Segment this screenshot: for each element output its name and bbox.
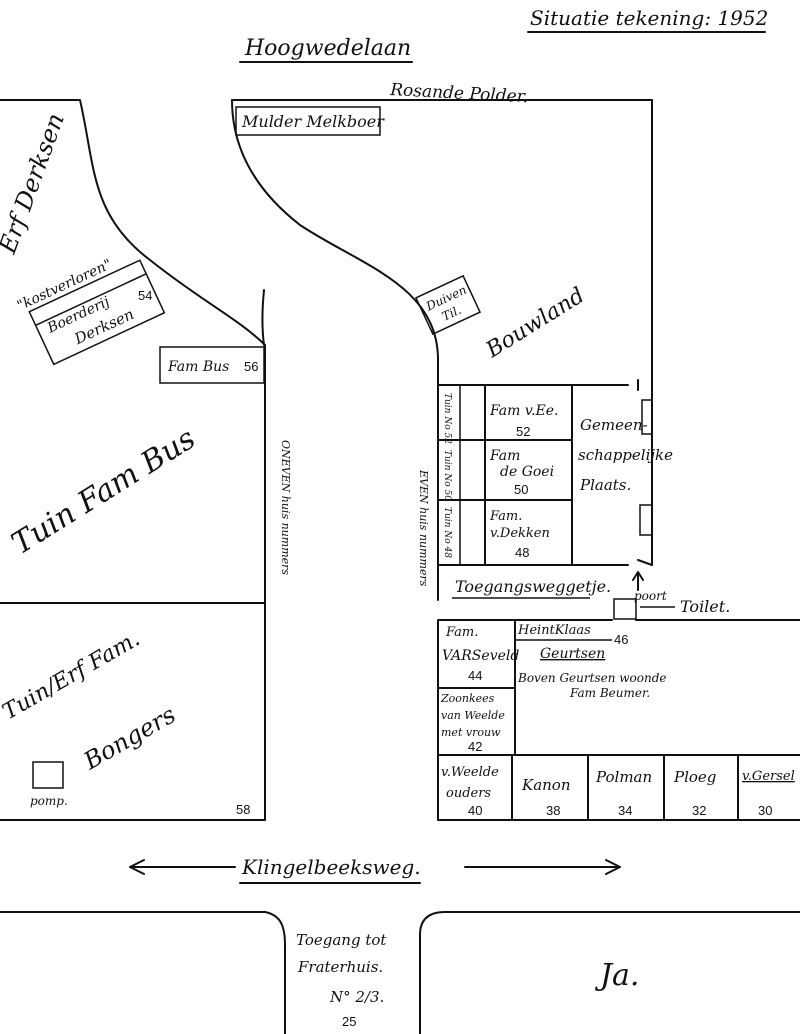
house-46-number: 46 <box>614 632 628 647</box>
mulder-label: Mulder Melkboer <box>241 112 385 131</box>
house-30-name: v.Gersel <box>742 769 795 784</box>
poort-label: poort <box>634 589 667 603</box>
house-50-name2: de Goei <box>500 464 554 480</box>
house-42: Zoonkees van Weelde met vrouw 42 <box>440 692 505 754</box>
house-number-54: 54 <box>138 288 152 303</box>
house-40-name2: ouders <box>446 786 491 801</box>
house-48-name2: v.Dekken <box>490 526 550 541</box>
house-number-58: 58 <box>236 802 250 817</box>
bouwen-line2: Fam Beumer. <box>569 686 650 700</box>
house-44-name1: Fam. <box>445 625 478 640</box>
house-42-name2: van Weelde <box>441 709 505 722</box>
house-number-56: 56 <box>244 359 258 374</box>
tick-mark-2 <box>637 559 653 566</box>
centre-road-left-curve <box>231 99 439 386</box>
house-42-name1: Zoonkees <box>440 692 495 705</box>
lower-block-edge <box>437 619 613 821</box>
bouwland-label: Bouwland <box>481 283 589 363</box>
kostverloren-divider <box>35 273 147 327</box>
house-38-number: 38 <box>546 803 560 818</box>
house-34: Polman 34 <box>595 768 652 818</box>
tuin-48: Tuin No 48 <box>442 507 452 558</box>
house-42-name3: met vrouw <box>441 726 501 739</box>
toegang-left <box>264 911 286 1034</box>
house-48-name1: Fam. <box>489 509 522 524</box>
toilet-label: Toilet. <box>680 597 730 616</box>
gemeen-line3: Plaats. <box>579 476 631 494</box>
tuin-52: Tuin No 52 <box>442 393 452 444</box>
door-2 <box>639 504 653 536</box>
gemeen-line2: schappelijke <box>578 446 673 464</box>
toegangsweggetje-label: Toegangsweggetje. <box>455 577 611 596</box>
road-arrowhead-right <box>605 859 621 875</box>
house-50: Tuin No 50 Fam de Goei 50 <box>442 448 554 501</box>
kostverloren-box <box>28 259 166 366</box>
toegang-right <box>419 911 800 1034</box>
bongers-label: Bongers <box>78 700 180 775</box>
pump-label: pomp. <box>30 794 68 808</box>
left-road-edge <box>0 99 266 606</box>
even-huisnummers: EVEN huis nummers <box>417 469 430 587</box>
toegang-line2: Fraterhuis. <box>297 958 383 976</box>
house-46-name2: Geurtsen <box>540 646 605 662</box>
house-46-name1: HeintKlaas <box>517 623 591 638</box>
house-50-name1: Fam <box>489 448 520 464</box>
house-52: Tuin No 52 Fam v.Ee. 52 <box>442 393 559 444</box>
kostverloren-farm: "kostverloren" Boerderij Derksen <box>15 256 166 366</box>
house-30-number: 30 <box>758 803 772 818</box>
map-title: Situatie tekening: 1952 <box>530 6 768 30</box>
house-40: v.Weelde ouders 40 <box>441 765 499 818</box>
house-46: HeintKlaas Geurtsen 46 <box>517 623 628 662</box>
toegang-line1: Toegang tot <box>296 931 387 949</box>
erf-derksen-label: Erf Derksen <box>0 109 70 258</box>
house-44: Fam. VARSeveld 44 <box>442 625 519 683</box>
house-34-name: Polman <box>595 768 652 786</box>
house-32-number: 32 <box>692 803 706 818</box>
fam-bus-label: Fam Bus <box>167 359 229 375</box>
house-34-number: 34 <box>618 803 632 818</box>
duiventil-box <box>414 274 482 336</box>
pump-box <box>32 761 64 789</box>
signature: Ja. <box>594 958 639 993</box>
toegang-number: 25 <box>342 1014 356 1029</box>
gemeen-line1: Gemeen- <box>580 416 648 434</box>
house-32: Ploeg 32 <box>673 768 716 818</box>
house-42-number: 42 <box>468 739 482 754</box>
house-48-number: 48 <box>515 545 529 560</box>
house-48: Tuin No 48 Fam. v.Dekken 48 <box>442 507 550 560</box>
mulder-box <box>235 106 381 136</box>
bouwen-line1: Boven Geurtsen woonde <box>517 671 666 685</box>
fam-bus-box <box>159 346 265 384</box>
house-50-number: 50 <box>514 482 528 497</box>
poort-arrow-head <box>632 571 644 581</box>
house-52-number: 52 <box>516 424 530 439</box>
house-38-name: Kanon <box>521 776 571 794</box>
house-52-name: Fam v.Ee. <box>489 403 559 419</box>
door-1 <box>641 399 653 435</box>
house-30: v.Gersel 30 <box>742 769 795 818</box>
house-32-name: Ploeg <box>673 768 716 786</box>
house-44-number: 44 <box>468 668 482 683</box>
toilet-box <box>613 598 637 620</box>
house-44-name2: VARSeveld <box>442 648 519 664</box>
house-40-name1: v.Weelde <box>441 765 499 780</box>
tuin-fam-bus-label: Tuin Fam Bus <box>6 421 202 562</box>
bus-road-edge <box>261 289 265 346</box>
tuin-50: Tuin No 50 <box>442 450 452 501</box>
polder-label: Rosande Polder. <box>389 80 529 107</box>
toegang-line3: N° 2/3. <box>329 988 384 1006</box>
house-38: Kanon 38 <box>521 776 571 818</box>
duiventil: Duiven Til. <box>414 274 482 336</box>
tuin-erf-label: Tuin/Erf Fam. <box>0 627 144 726</box>
road-hoogwedelaan: Hoogwedelaan <box>244 36 411 61</box>
house-40-number: 40 <box>468 803 482 818</box>
oneven-huisnummers: ONEVEN huis nummers <box>279 440 292 575</box>
road-arrowhead-left <box>129 859 145 875</box>
klingelbeeksweg-label: Klingelbeeksweg. <box>241 855 421 879</box>
